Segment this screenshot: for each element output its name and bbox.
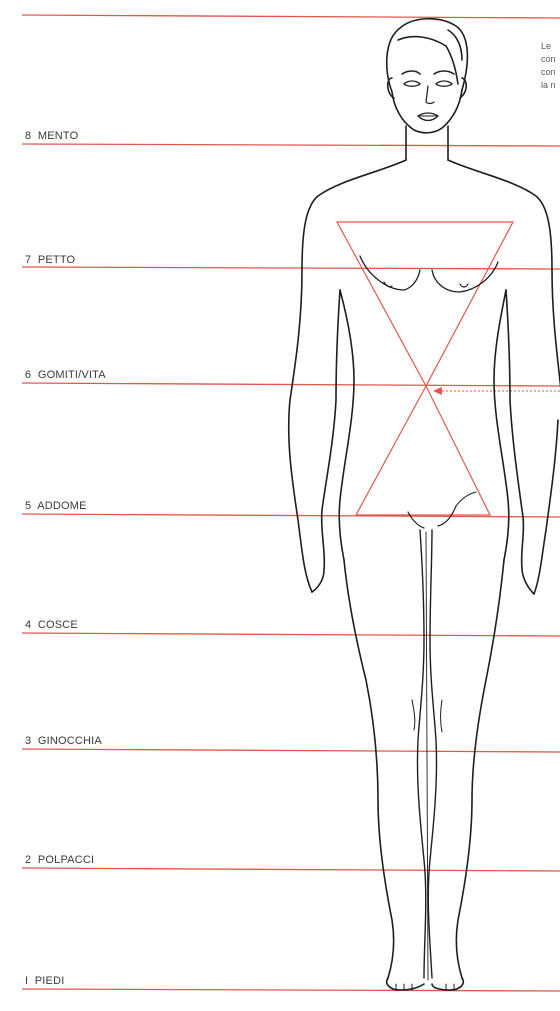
- guide-line-ginocchia: [22, 749, 560, 752]
- hair: [387, 19, 468, 92]
- left-foot: [387, 978, 424, 990]
- guide-line-piedi: [22, 989, 560, 991]
- waist-arrow: [433, 387, 560, 395]
- intro-line-3: con: [541, 66, 560, 79]
- guide-lines: [22, 15, 560, 991]
- intro-text-cropped: Le con con la n: [541, 40, 560, 92]
- upright-triangle: [356, 386, 490, 515]
- intro-line-2: con: [541, 53, 560, 66]
- level-label-6: 6 GOMITI/VITA: [25, 369, 106, 381]
- left-shoulder-arm: [289, 160, 406, 592]
- torso-triangles: [337, 222, 513, 515]
- guide-line-gomiti-vita: [22, 383, 560, 386]
- guide-line-top: [22, 15, 560, 18]
- level-label-4: 4 COSCE: [25, 619, 78, 631]
- torso-left: [339, 290, 354, 560]
- level-label-2: 2 POLPACCI: [25, 854, 94, 866]
- right-leg: [456, 560, 504, 978]
- right-foot: [432, 978, 463, 990]
- level-label-8: 8 MENTO: [25, 130, 79, 142]
- level-label-5: 5 ADDOME: [25, 500, 87, 512]
- level-labels: 8 MENTO 7 PETTO 6 GOMITI/VITA 5 ADDOME 4…: [25, 130, 106, 987]
- level-label-7: 7 PETTO: [25, 254, 76, 266]
- intro-line-1: Le: [541, 40, 560, 53]
- guide-line-petto: [22, 267, 560, 269]
- left-leg: [344, 560, 394, 978]
- right-shoulder-arm: [448, 160, 560, 400]
- guide-line-polpacci: [22, 868, 560, 871]
- guide-line-cosce: [22, 633, 560, 636]
- inverted-triangle: [337, 222, 513, 386]
- torso-right: [494, 290, 509, 560]
- intro-line-4: la n: [541, 79, 560, 92]
- level-label-3: 3 GINOCCHIA: [25, 735, 102, 747]
- human-figure: [289, 19, 560, 990]
- guide-line-mento: [22, 144, 560, 146]
- level-label-1: I PIEDI: [25, 975, 65, 987]
